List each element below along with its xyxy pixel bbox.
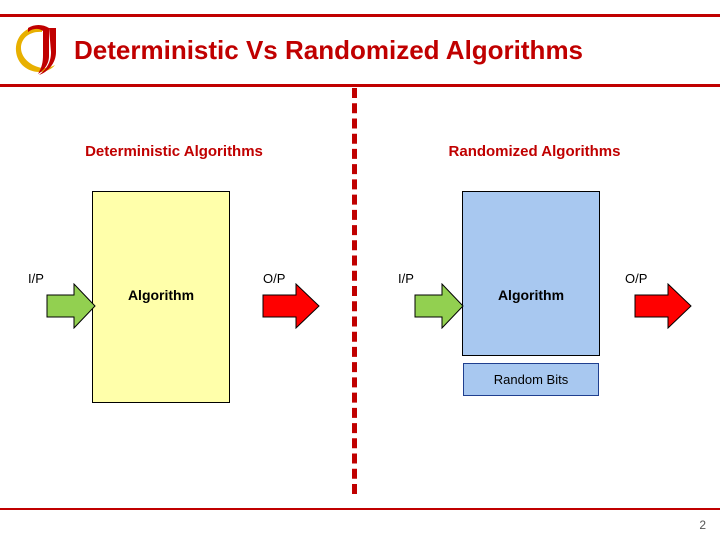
institution-logo-icon [12,22,66,78]
random-bits-box: Random Bits [463,363,599,396]
deterministic-output-arrow-icon [262,282,320,330]
randomized-output-arrow-icon [634,282,692,330]
page-title: Deterministic Vs Randomized Algorithms [74,35,584,65]
header-rule-top [0,14,720,17]
deterministic-input-arrow-icon [46,282,96,330]
random-bits-label: Random Bits [493,372,569,387]
vertical-divider [352,88,357,494]
randomized-algorithm-box: Algorithm [462,191,600,356]
page-number: 2 [699,518,706,532]
deterministic-input-label: I/P [28,271,44,286]
deterministic-output-label: O/P [263,271,286,286]
randomized-input-arrow-icon [414,282,464,330]
header-rule-bottom [0,84,720,87]
deterministic-algorithm-label: Algorithm [127,287,195,303]
deterministic-column-heading: Deterministic Algorithms [85,143,263,160]
footer-rule [0,508,720,510]
deterministic-algorithm-box: Algorithm [92,191,230,403]
randomized-column-heading: Randomized Algorithms [448,143,621,160]
randomized-output-label: O/P [625,271,648,286]
randomized-input-label: I/P [398,271,414,286]
randomized-algorithm-label: Algorithm [497,287,565,303]
